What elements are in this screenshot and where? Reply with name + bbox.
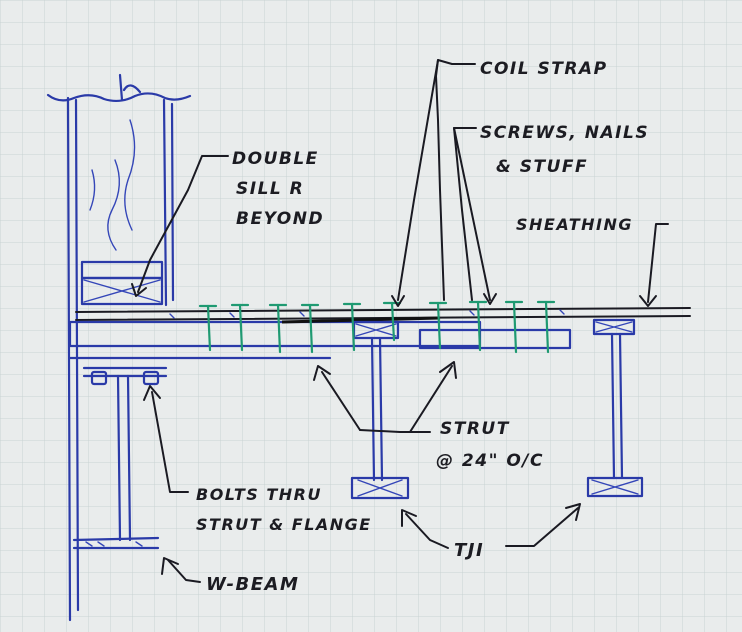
label-screws-line2: & STUFF	[496, 157, 588, 177]
annotations: COIL STRAP SCREWS, NAILS & STUFF DOUBLE …	[196, 59, 649, 595]
leader-lines	[131, 59, 669, 583]
label-bolts-line2: STRUT & FLANGE	[196, 515, 372, 534]
label-screws-line1: SCREWS, NAILS	[480, 123, 649, 143]
label-bolts-line1: BOLTS THRU	[196, 485, 322, 504]
wall-column	[46, 73, 192, 622]
label-w-beam: W-BEAM	[206, 574, 299, 595]
tji-joists	[350, 332, 644, 500]
label-strut-line1: STRUT	[440, 419, 510, 439]
label-strut-line2: @ 24" O/C	[436, 451, 544, 471]
label-sheathing: SHEATHING	[516, 215, 633, 234]
w-beam	[72, 366, 168, 550]
label-coil-strap: COIL STRAP	[480, 59, 608, 79]
fasteners	[198, 300, 556, 354]
label-tji: TJI	[454, 540, 484, 561]
label-double-sill-line1: DOUBLE	[232, 149, 319, 169]
label-double-sill-line3: BEYOND	[236, 209, 324, 229]
label-double-sill-line2: SILL R	[236, 179, 304, 199]
